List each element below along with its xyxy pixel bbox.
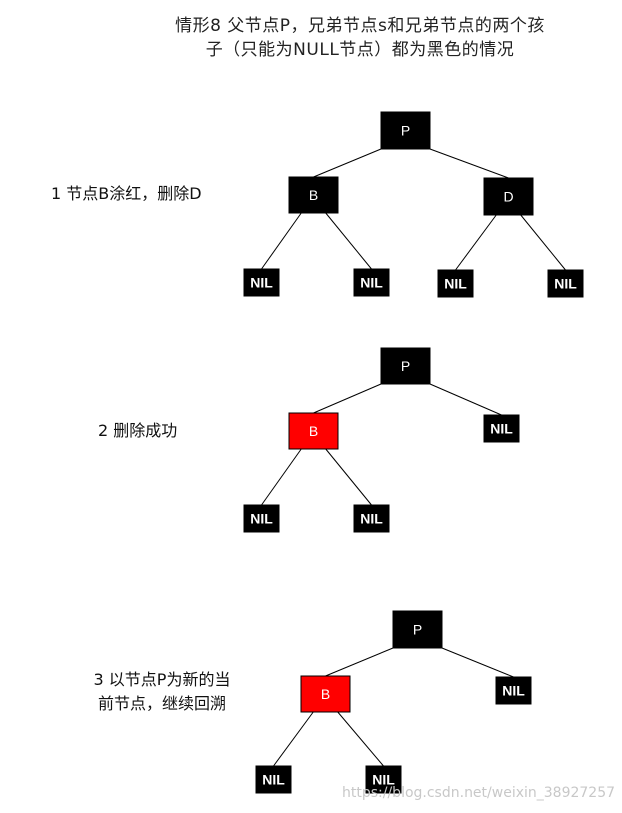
tree-2: P B NIL NIL NIL — [243, 347, 520, 533]
edge-D-n4 — [520, 214, 566, 271]
node-B-box — [288, 176, 339, 214]
title-line-2: 子（只能为NULL节点）都为黑色的情况 — [205, 40, 515, 60]
tree-3: P B NIL NIL NIL — [255, 610, 532, 794]
edge-P-n1 — [441, 647, 514, 678]
node-n2-box — [255, 765, 292, 794]
node-n4-box — [547, 269, 584, 298]
edge-B-n2 — [325, 212, 372, 270]
node-n3-box — [365, 765, 402, 794]
step-1-line-1: 1 节点B涂红，删除D — [51, 184, 202, 203]
node-n1-box — [495, 676, 532, 705]
node-D-label: D — [503, 189, 513, 205]
tree-1: P B D NIL NIL NIL NIL — [243, 111, 584, 298]
node-D-box — [483, 177, 534, 216]
node-n1-label: NIL — [250, 275, 273, 291]
step-1-caption: 1 节点B涂红，删除D — [51, 182, 202, 206]
node-P-box — [380, 111, 431, 150]
edge-P-B — [313, 148, 382, 178]
edge-B-n3 — [337, 711, 384, 767]
edge-B-n2 — [261, 448, 302, 506]
edge-D-n3 — [455, 214, 497, 271]
edge-B-n3 — [325, 448, 372, 506]
node-P-label: P — [401, 358, 410, 374]
step-2-caption: 2 删除成功 — [98, 419, 177, 443]
step-2-line-1: 2 删除成功 — [98, 421, 178, 440]
node-n3-label: NIL — [360, 511, 383, 527]
node-n3-box — [437, 269, 474, 298]
edge-P-n1 — [429, 383, 502, 416]
edge-P-D — [429, 148, 509, 179]
node-n3-box — [353, 504, 390, 533]
node-B-label: B — [309, 187, 318, 203]
edge-P-B — [313, 383, 382, 414]
node-n3-label: NIL — [372, 772, 395, 788]
edge-B-n1 — [261, 212, 302, 270]
node-P-label: P — [401, 123, 410, 139]
step-3-line-2: 前节点，继续回溯 — [97, 694, 226, 713]
node-n2-label: NIL — [262, 772, 285, 788]
title-line-1: 情形8 父节点P，兄弟节点s和兄弟节点的两个孩 — [175, 16, 545, 36]
node-B-label: B — [309, 423, 318, 439]
node-n1-box — [243, 268, 280, 297]
node-P-box — [392, 610, 443, 649]
node-n4-label: NIL — [554, 276, 577, 292]
node-P-label: P — [413, 622, 422, 638]
watermark: https://blog.csdn.net/weixin_38927257 — [342, 785, 616, 801]
diagram-title: 情形8 父节点P，兄弟节点s和兄弟节点的两个孩 子（只能为NULL节点）都为黑色… — [120, 14, 600, 62]
node-n1-label: NIL — [502, 683, 525, 699]
node-n2-label: NIL — [250, 511, 273, 527]
node-n2-box — [353, 268, 390, 297]
node-n1-label: NIL — [490, 421, 513, 437]
node-B-label: B — [321, 686, 330, 702]
edge-B-n2 — [273, 711, 314, 767]
edge-P-B — [325, 647, 394, 677]
node-B-box — [300, 675, 351, 713]
node-n2-label: NIL — [360, 275, 383, 291]
step-3-line-1: 3 以节点P为新的当 — [93, 670, 231, 689]
step-3-caption: 3 以节点P为新的当 前节点，继续回溯 — [62, 668, 262, 716]
node-B-box — [288, 412, 339, 450]
node-n1-box — [483, 414, 520, 443]
node-P-box — [380, 347, 431, 385]
node-n2-box — [243, 504, 280, 533]
node-n3-label: NIL — [444, 276, 467, 292]
